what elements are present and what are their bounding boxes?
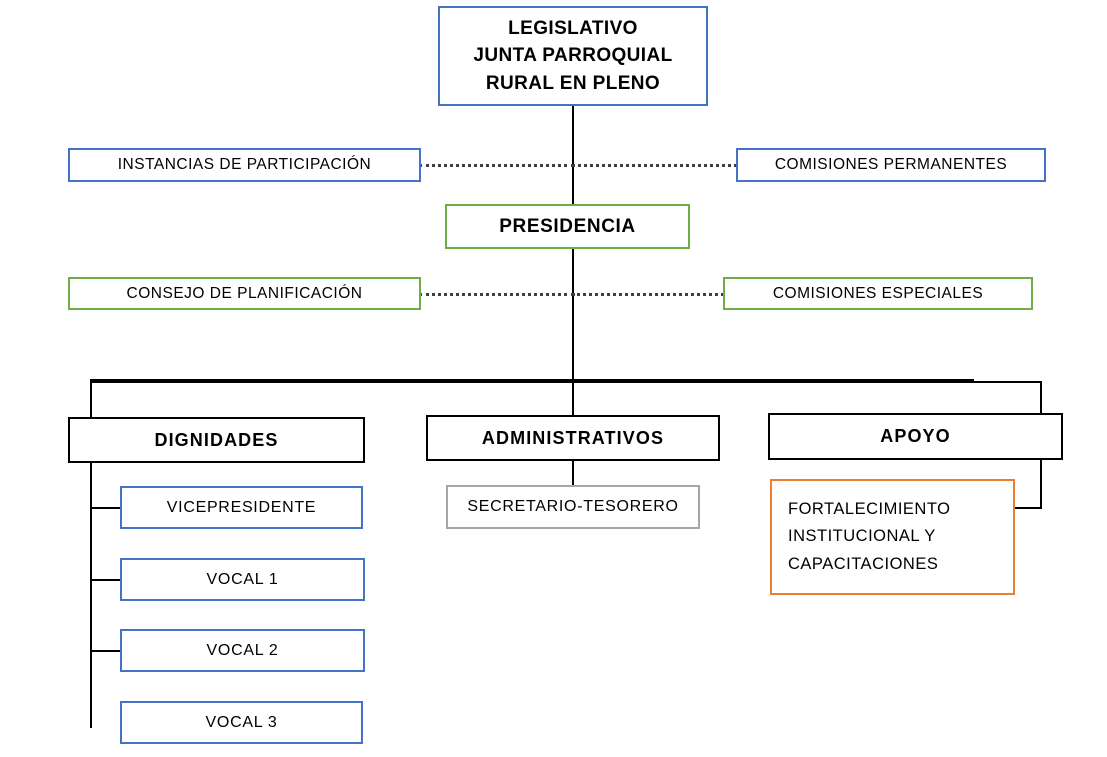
node-vocal-1-label: VOCAL 1 [206,570,279,588]
connector-administrativos-to-secretario [572,461,574,485]
node-consejo-planificacion[interactable]: CONSEJO DE PLANIFICACIÓN [68,277,421,310]
node-instancias-participacion-label: INSTANCIAS DE PARTICIPACIÓN [117,156,372,173]
node-vicepresidente[interactable]: VICEPRESIDENTE [120,486,363,529]
node-comisiones-permanentes-label: COMISIONES PERMANENTES [774,156,1008,173]
connector-legislativo-to-presidencia [572,105,574,204]
node-vocal-3[interactable]: VOCAL 3 [120,701,363,744]
node-vicepresidente-label: VICEPRESIDENTE [166,498,317,516]
connector-spine-to-vocal-1 [90,579,122,581]
node-apoyo-label: APOYO [880,426,951,446]
node-apoyo[interactable]: APOYO [768,413,1063,460]
node-presidencia-label: PRESIDENCIA [499,215,636,237]
node-instancias-participacion[interactable]: INSTANCIAS DE PARTICIPACIÓN [68,148,421,182]
node-consejo-planificacion-label: CONSEJO DE PLANIFICACIÓN [126,284,363,302]
connector-spine-to-vicepresidente [90,507,122,509]
node-secretario-tesorero[interactable]: SECRETARIO-TESORERO [446,485,700,529]
node-presidencia[interactable]: PRESIDENCIA [445,204,690,249]
connector-bus-to-apoyo [1040,381,1042,414]
connector-bus-right-extension [972,381,1042,383]
connector-dignidades-spine [90,462,92,728]
node-secretario-tesorero-label: SECRETARIO-TESORERO [467,498,679,515]
connector-presidencia-to-bus [572,249,574,382]
node-vocal-2-label: VOCAL 2 [206,641,279,659]
node-legislativo-label: LEGISLATIVO JUNTA PARROQUIAL RURAL EN PL… [473,17,673,94]
connector-bus-to-administrativos [572,379,574,416]
node-vocal-1[interactable]: VOCAL 1 [120,558,365,601]
node-fortalecimiento-institucional-label: FORTALECIMIENTO INSTITUCIONAL Y CAPACITA… [788,500,951,573]
connector-main-bus [90,379,974,383]
node-dignidades-label: DIGNIDADES [154,429,279,450]
node-administrativos-label: ADMINISTRATIVOS [481,427,665,448]
node-fortalecimiento-institucional[interactable]: FORTALECIMIENTO INSTITUCIONAL Y CAPACITA… [770,479,1015,595]
connector-dotted-row-1-left [419,164,574,167]
node-dignidades[interactable]: DIGNIDADES [68,417,365,463]
node-vocal-3-label: VOCAL 3 [205,713,278,731]
connector-bus-to-dignidades [90,379,92,418]
connector-apoyo-drop [1040,459,1042,509]
node-vocal-2[interactable]: VOCAL 2 [120,629,365,672]
connector-dotted-row-1-right [572,164,737,167]
connector-spine-to-vocal-2 [90,650,122,652]
connector-apoyo-to-fortalecimiento [1014,507,1042,509]
node-comisiones-especiales[interactable]: COMISIONES ESPECIALES [723,277,1033,310]
node-comisiones-permanentes[interactable]: COMISIONES PERMANENTES [736,148,1046,182]
node-comisiones-especiales-label: COMISIONES ESPECIALES [772,284,984,302]
node-administrativos[interactable]: ADMINISTRATIVOS [426,415,720,461]
node-legislativo[interactable]: LEGISLATIVO JUNTA PARROQUIAL RURAL EN PL… [438,6,708,106]
connector-dotted-row-2-right [572,293,724,296]
connector-dotted-row-2-left [419,293,574,296]
